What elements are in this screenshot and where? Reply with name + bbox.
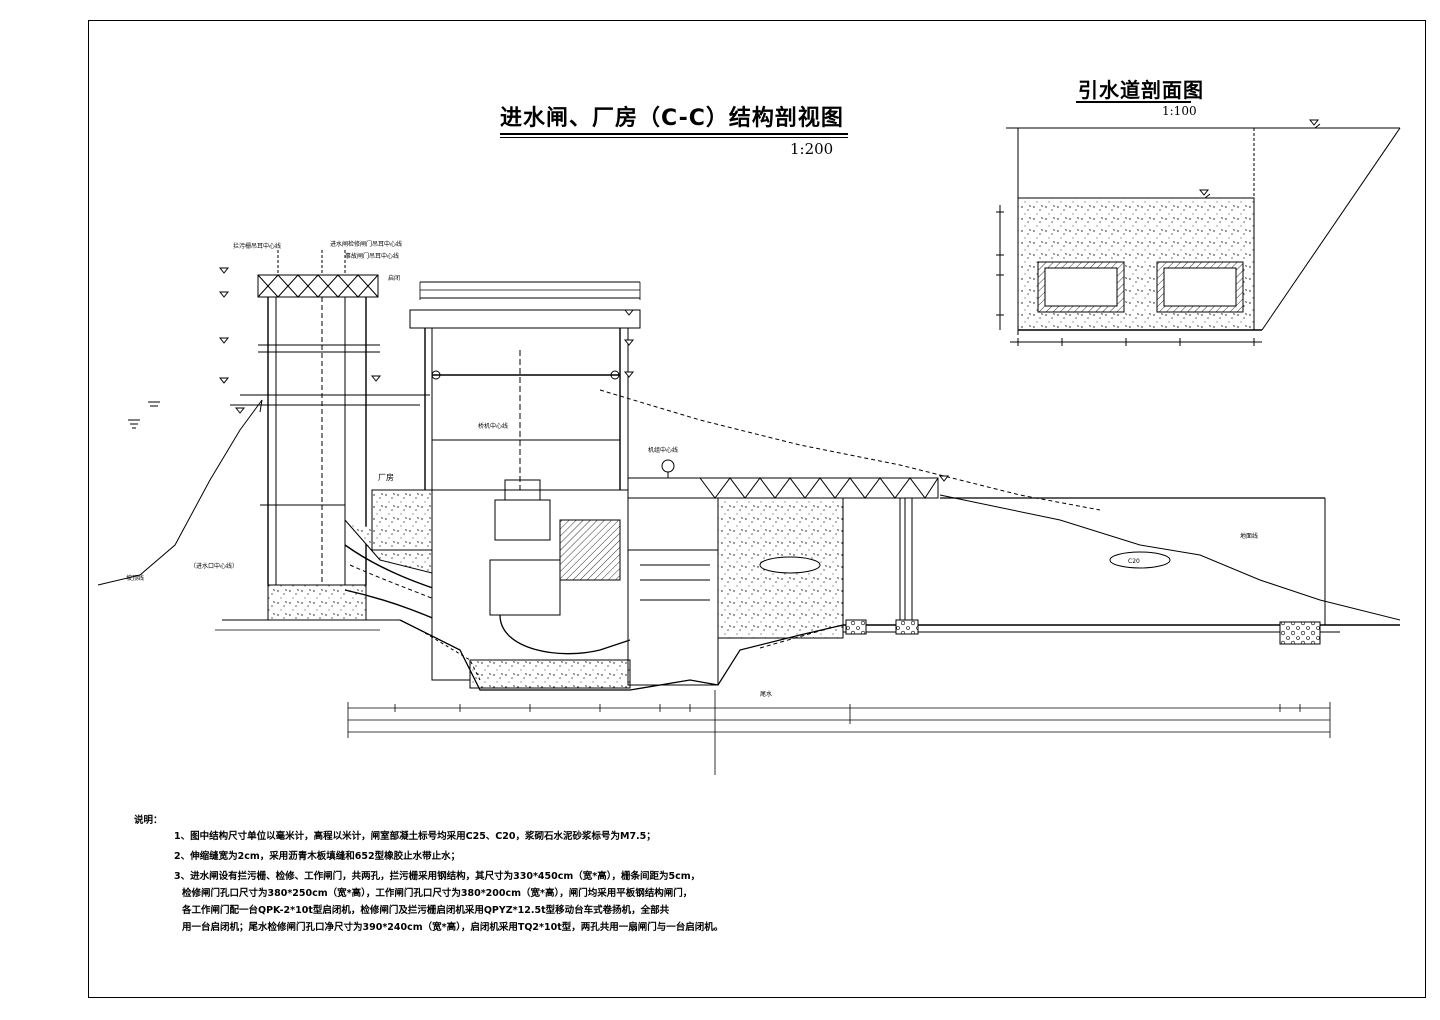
side-slope-line	[1261, 127, 1401, 331]
note-item: 各工作闸门配一台QPK-2*10t型启闭机，检修闸门及拦污栅启闭机采用QPYZ*…	[182, 905, 670, 916]
label-tailrace: 尾水	[760, 690, 772, 698]
label-emergency-gate-center: 事故闸门吊耳中心线	[345, 252, 399, 260]
roof-slab	[409, 309, 641, 329]
title-underline-thin	[500, 137, 848, 138]
notes-heading: 说明：	[134, 815, 163, 826]
side-title-underline	[1076, 101, 1191, 103]
elevation-marks	[218, 119, 1320, 482]
hillside-line	[599, 389, 1101, 511]
title-underline	[500, 133, 848, 135]
turbine	[489, 559, 561, 616]
note-item: 检修闸门孔口尺寸为380*250cm（宽*高），工作闸门孔口尺寸为380*200…	[182, 888, 693, 899]
main-drawing-title: 进水闸、厂房（C-C）结构剖视图	[500, 106, 844, 131]
main-section	[97, 119, 1401, 775]
water-level-symbols	[128, 401, 160, 429]
riprap	[1279, 621, 1321, 645]
label-slope-top: 坡顶线	[126, 574, 144, 582]
canal-section	[996, 123, 1401, 346]
side-scale-label: 1:100	[1162, 104, 1197, 118]
label-trashrack-center: 拦污栅吊耳中心线	[233, 242, 281, 250]
label-ground-line: 地面线	[1240, 532, 1258, 540]
drawing-frame	[88, 20, 1426, 998]
note-item: 1、图中结构尺寸单位以毫米计，高程以米计，闸室部凝土标号均采用C25、C20，浆…	[174, 831, 656, 842]
draft-tube	[499, 614, 631, 655]
dimension-lines	[215, 282, 1331, 775]
ground-line-left	[97, 399, 263, 586]
label-intake-gate-center: 进水闸检修闸门吊耳中心线	[330, 240, 402, 248]
label-unit-center: 机组中心线	[648, 446, 678, 454]
drawing-labels: 拦污栅吊耳中心线 进水闸检修闸门吊耳中心线 事故闸门吊耳中心线 启闭 桥机中心线…	[126, 240, 1258, 698]
hoist-wheel	[661, 459, 675, 473]
label-intake-center: （进水口中心线）	[190, 562, 238, 570]
note-item: 用一台启闭机；尾水检修闸门孔口净尺寸为390*240cm（宽*高），启闭机采用T…	[182, 922, 724, 933]
note-item: 3、进水闸设有拦污栅、检修、工作闸门，共两孔，拦污栅采用钢结构，其尺寸为330*…	[174, 871, 701, 882]
tailrace-gate-structure	[627, 549, 719, 686]
main-scale-label: 1:200	[790, 140, 834, 158]
hoist-truss	[257, 274, 379, 298]
side-drawing-title: 引水道剖面图	[1078, 78, 1204, 102]
intake-foundation	[267, 584, 367, 621]
ground-line-right	[939, 494, 1401, 621]
label-hoist-room: 启闭	[388, 274, 400, 282]
label-concrete: C20	[1128, 558, 1140, 565]
label-powerhouse: 厂房	[378, 472, 394, 482]
label-crane-center: 桥机中心线	[478, 422, 508, 430]
note-item: 2、伸缩缝宽为2cm，采用沥青木板填缝和652型橡胶止水带止水；	[174, 851, 461, 862]
